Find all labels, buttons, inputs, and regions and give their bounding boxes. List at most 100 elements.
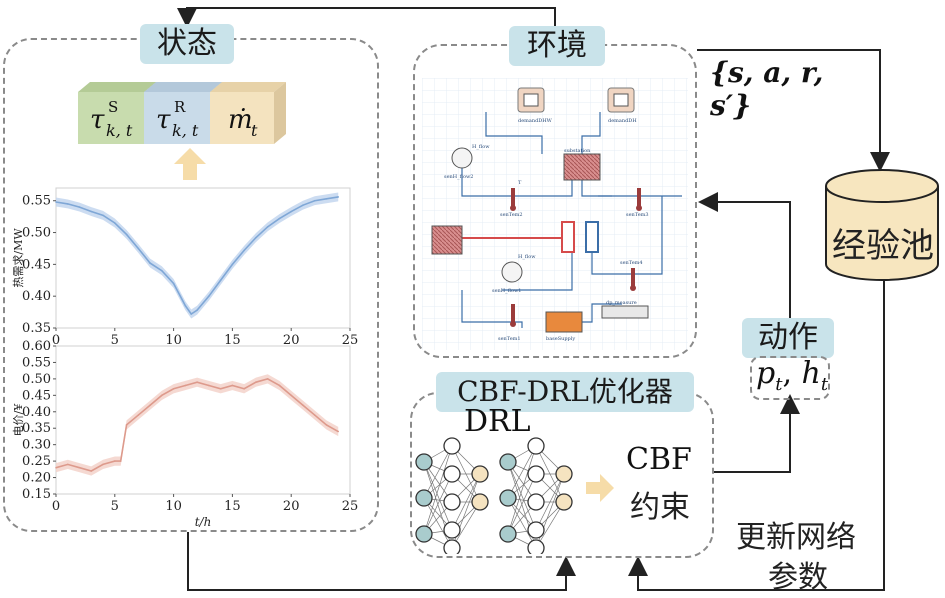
nn-edge <box>451 473 481 531</box>
neural-network-icon <box>415 437 573 554</box>
cube-tau-r <box>144 82 222 144</box>
nn-edge <box>451 501 481 549</box>
env-to-pool-arrow <box>697 49 890 172</box>
nn-node <box>443 465 461 483</box>
chart-0-data-point <box>208 295 210 297</box>
nn-node <box>443 539 461 554</box>
chart-1-data-point <box>302 404 304 406</box>
chart-1-data-point <box>119 460 122 462</box>
chart-1-data-point <box>337 430 340 433</box>
nn-node <box>499 453 517 471</box>
chart-1-ylabel: 电价/¥ <box>12 403 25 437</box>
chart-0-confidence-band <box>56 192 339 319</box>
env-label-demanddh: demandDH <box>608 118 637 124</box>
nn-node <box>555 465 573 483</box>
action-to-env-arrow <box>698 192 791 318</box>
action-title: 动作 <box>742 318 834 358</box>
nn-edge <box>423 461 453 531</box>
chart-1-data-point <box>196 381 198 383</box>
action-var-h: h <box>801 356 821 391</box>
nn-edge <box>535 501 565 549</box>
chart-1-xtick-label: 20 <box>283 499 300 514</box>
chart-0-data-point <box>313 199 316 202</box>
chart-0-data-point <box>102 214 104 217</box>
action-panel <box>750 356 830 400</box>
chart-1-data-point <box>137 414 140 416</box>
env-label-substation: substation <box>564 148 591 154</box>
chart-1-data-point <box>125 424 128 426</box>
transition-tuple: {s, a, r, s′} <box>710 56 824 122</box>
env-label-h-flow-a: H_flow <box>472 144 490 150</box>
nn-edge <box>423 445 453 535</box>
chart-1-data-point <box>243 387 245 390</box>
chart-0-data-point <box>255 236 257 239</box>
environment-title: 环境 <box>509 26 605 66</box>
chart-1-ytick-label: 0.50 <box>22 372 51 387</box>
chart-0-data-point <box>325 198 328 200</box>
cbf-to-action-arrow <box>712 394 800 473</box>
env-label-basesupply: baseSupply <box>546 336 575 342</box>
chart-0-ytick-label: 0.50 <box>22 226 51 241</box>
cbf-label: CBF <box>626 442 692 477</box>
chart-1-xtick-label: 0 <box>52 499 60 514</box>
chart-0-data-point <box>90 210 93 213</box>
chart-0-data-point <box>219 279 222 282</box>
nn-edge <box>507 445 537 499</box>
action-vars: pt, ht <box>756 356 828 395</box>
chart-0-data-point <box>55 201 57 203</box>
action-comma: , <box>782 356 802 391</box>
nn-node <box>499 525 517 543</box>
action-var-p-sub: t <box>775 374 783 395</box>
chart-0-xtick-label: 25 <box>342 333 359 348</box>
chart-0-data-point <box>278 217 281 220</box>
chart-0-data-point <box>266 226 269 228</box>
chart-1-data-point <box>66 463 69 466</box>
cube-2-symbol: τ <box>156 105 171 135</box>
nn-node <box>527 493 545 511</box>
chart-1-xlabel: t/h <box>195 515 212 529</box>
chart-0-data-point <box>114 222 116 224</box>
nn-node <box>527 521 545 539</box>
chart-1-data-point <box>219 387 222 390</box>
chart-0-data-point <box>137 247 140 250</box>
chart-1-data-point <box>184 384 187 387</box>
constraint-label: 约束 <box>630 490 690 525</box>
nn-node <box>499 489 517 507</box>
chart-0-data-point <box>243 249 245 252</box>
chart-1-series-line <box>55 378 339 472</box>
cube-2-sub: k, t <box>172 121 199 140</box>
state-up-arrow-icon <box>174 148 206 180</box>
env-label-sentem1: senTem1 <box>498 336 521 342</box>
cube-1-sup: S <box>108 98 118 116</box>
state-feature-cubes: τ S k, t τ R k, t ṁ t <box>78 82 286 144</box>
experience-pool-cylinder <box>825 169 939 281</box>
chart-1-ytick-label: 0.15 <box>22 487 51 502</box>
nn-node <box>471 493 489 511</box>
nn-edge <box>423 473 453 535</box>
chart-1-ytick-label: 0.60 <box>22 340 51 354</box>
chart-1-data-point <box>78 466 81 469</box>
nn-node <box>527 465 545 483</box>
chart-1-ytick-label: 0.55 <box>22 355 51 370</box>
action-var-h-sub: t <box>820 374 829 395</box>
env-label-sentem2: senTem2 <box>500 212 523 218</box>
chart-1-data-point <box>161 394 163 397</box>
nn-node <box>471 465 489 483</box>
update-params-line1: 更新网络 <box>736 520 856 555</box>
nn-node <box>415 489 433 507</box>
chart-1-data-point <box>231 384 234 387</box>
cube-1-sub: k, t <box>106 121 133 140</box>
chart-1-ytick-label: 0.35 <box>22 421 51 436</box>
env-label-dp-measure: dp_measure <box>606 300 637 306</box>
chart-0-ytick-label: 0.55 <box>22 194 51 209</box>
chart-1-data-point <box>172 387 175 390</box>
chart-0-data-point <box>161 269 163 272</box>
chart-0-xtick-label: 10 <box>165 333 182 348</box>
chart-0-data-point <box>302 204 304 206</box>
update-params-line2: 参数 <box>768 560 828 595</box>
chart-1-xtick-label: 25 <box>342 499 359 514</box>
env-label-sentem3: senTem3 <box>626 212 649 218</box>
